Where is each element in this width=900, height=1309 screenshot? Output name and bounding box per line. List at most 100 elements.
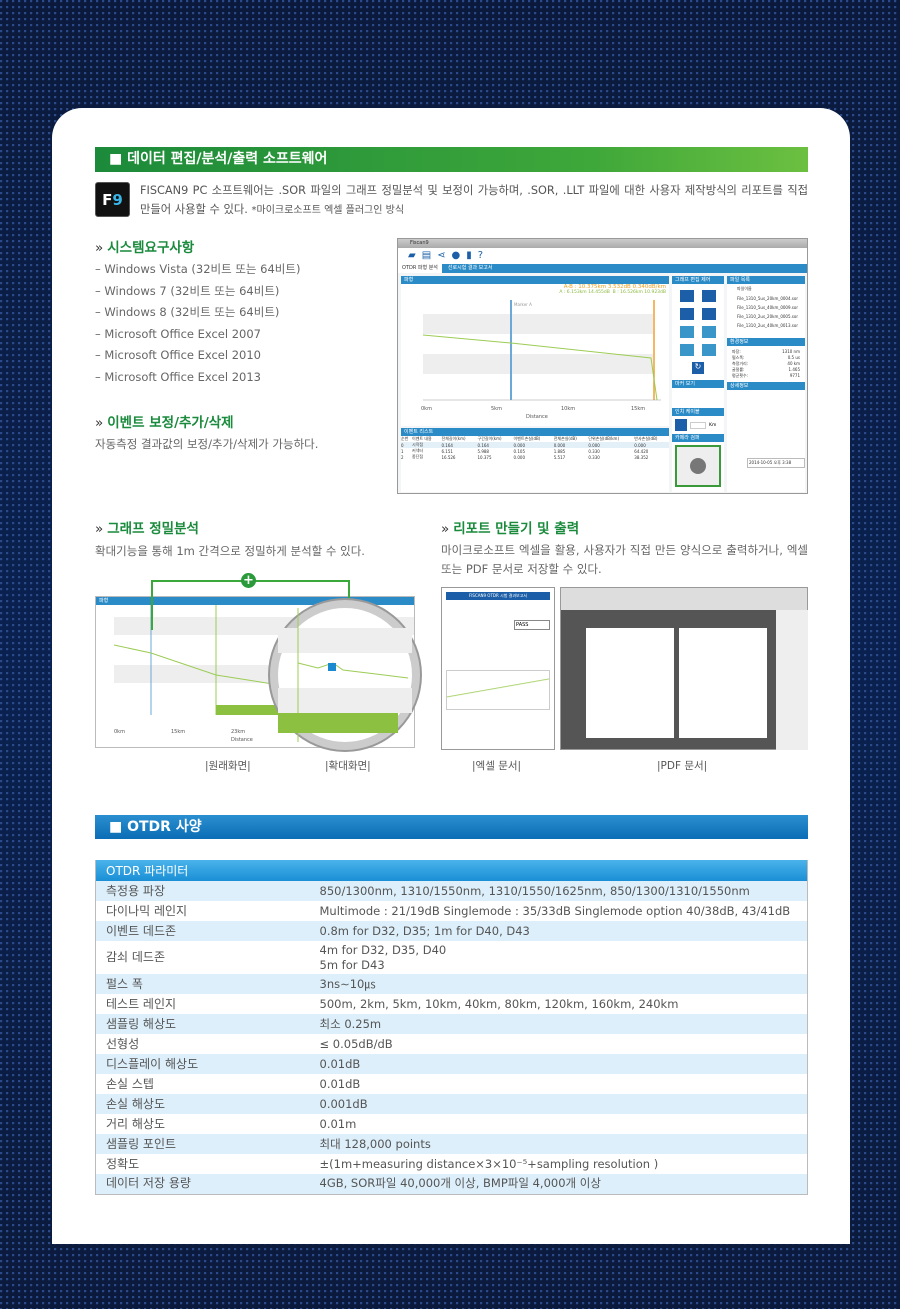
spec-value: 최대 128,000 points xyxy=(309,1134,808,1154)
spec-value: 0.01dB xyxy=(309,1054,808,1074)
help-icon[interactable]: ? xyxy=(477,250,484,261)
table-row: 측정용 파장 850/1300nm, 1310/1550nm, 1310/1550… xyxy=(95,881,808,901)
fiscan9-logo: F9 xyxy=(95,182,130,217)
file-item[interactable]: File_1310_5us_20km_0004.sor xyxy=(737,296,798,301)
spec-value: 0.01dB xyxy=(310,1074,808,1094)
spec-label: 측정용 파장 xyxy=(95,881,310,901)
event-heading: »이벤트 보정/추가/삭제 xyxy=(95,411,234,431)
otdr-spec-table: OTDR 파라미터 측정용 파장 850/1300nm, 1310/1550nm,… xyxy=(95,860,808,1195)
double-chevron-icon: » xyxy=(95,415,104,431)
pdf-report-image xyxy=(560,587,808,750)
cable-length-input[interactable] xyxy=(690,421,706,429)
spec-value: Multimode : 21/19dB Singlemode : 35/33dB… xyxy=(310,901,808,921)
detail-panel-title: 상세정보 xyxy=(727,382,805,390)
x-axis-label: Distance xyxy=(231,737,253,743)
section-header-software: ■ 데이터 편집/분석/출력 소프트웨어 xyxy=(95,147,808,172)
requirements-title: 시스템요구사항 xyxy=(107,240,195,256)
x-tick: 5km xyxy=(491,406,502,412)
report-text: 마이크로소프트 엑셀을 활용, 사용자가 직접 만든 양식으로 출력하거나, 엑… xyxy=(441,543,808,576)
intro-text: FISCAN9 PC 소프트웨어는 .SOR 파일의 그래프 정밀분석 및 보정… xyxy=(140,181,808,220)
file-panel: 파일 목록 파일이름 File_1310_5us_20km_0004.sor F… xyxy=(727,276,805,492)
double-chevron-icon: » xyxy=(441,521,450,537)
spec-value-line: 850/1300nm, 1310/1550nm, 1310/1550/1625n… xyxy=(319,883,750,898)
shrink-vertical-button[interactable] xyxy=(702,290,716,302)
file-item[interactable]: File_1310_2us_20km_0005.sor xyxy=(737,314,798,319)
table-row: 손실 해상도 0.001dB xyxy=(95,1094,808,1114)
intro-body: FISCAN9 PC 소프트웨어는 .SOR 파일의 그래프 정밀분석 및 보정… xyxy=(140,184,808,216)
spec-value: 850/1300nm, 1310/1550nm, 1310/1550/1625n… xyxy=(309,881,808,901)
tab-report[interactable]: 선로시험 결과 보고서 xyxy=(447,265,493,271)
spec-label: 테스트 레인지 xyxy=(106,996,177,1011)
pan-button[interactable] xyxy=(680,326,694,338)
date-picker[interactable]: 2014-10-05 오후 3:38 xyxy=(747,458,805,468)
pan-button[interactable] xyxy=(702,344,716,356)
folder-icon[interactable]: ▰ xyxy=(408,250,416,261)
plus-icon: + xyxy=(241,573,256,588)
double-chevron-icon: » xyxy=(95,240,104,256)
software-screenshot: Fiscan9 ▰▤⋖●▮? OTDR 파형 분석 선로시험 결과 보고서 파형… xyxy=(397,238,808,494)
zoom-horizontal-button[interactable] xyxy=(680,308,694,320)
list-item: – Microsoft Office Excel 2010 xyxy=(95,348,262,362)
spec-value: 0.001dB xyxy=(309,1094,808,1114)
x-tick: 23km xyxy=(231,729,245,735)
x-tick: 15km xyxy=(631,406,645,412)
file-item[interactable]: File_1310_2us_40km_0013.sor xyxy=(737,323,798,328)
globe-icon[interactable]: ● xyxy=(451,250,461,261)
spec-value-line: 4GB, SOR파일 40,000개 이상, BMP파일 4,000개 이상 xyxy=(319,1176,601,1191)
spec-value-line: 0.001dB xyxy=(319,1096,368,1111)
x-axis-label: Distance xyxy=(526,414,548,420)
table-row: 선형성≤ 0.05dB/dB xyxy=(96,1034,808,1054)
fiber-image xyxy=(675,445,721,487)
spec-value: ±(1m+measuring distance×3×10⁻⁵+sampling … xyxy=(310,1154,808,1174)
tab-waveform[interactable]: OTDR 파형 분석 xyxy=(398,264,442,273)
requirements-list: – Windows Vista (32비트 또는 64비트) – Windows… xyxy=(95,259,300,388)
magnified-trace xyxy=(278,608,412,742)
caption-excel: |엑셀 문서| xyxy=(472,760,522,772)
report-title: 리포트 만들기 및 출력 xyxy=(453,521,580,537)
spec-value-line: 0.01m xyxy=(319,1116,357,1131)
marker-panel-title: 마커 보기 xyxy=(672,380,724,388)
tab-bar: OTDR 파형 분석 선로시험 결과 보고서 xyxy=(398,264,807,273)
reset-icon[interactable]: ↻ xyxy=(692,362,704,374)
edit-buttons xyxy=(672,284,724,362)
shrink-horizontal-button[interactable] xyxy=(702,308,716,320)
cable-icon xyxy=(675,419,687,431)
pan-button[interactable] xyxy=(680,344,694,356)
file-item[interactable]: File_1310_5us_40km_0009.sor xyxy=(737,305,798,310)
spec-label: 거리 해상도 xyxy=(106,1116,166,1131)
intro-note: *마이크로소프트 엑셀 플러그인 방식 xyxy=(251,205,405,216)
zoom-vertical-button[interactable] xyxy=(680,290,694,302)
graph-title: 그래프 정밀분석 xyxy=(107,521,199,537)
requirements-heading: »시스템요구사항 xyxy=(95,236,194,256)
env-panel-title: 환경정보 xyxy=(727,338,805,346)
spec-value-line: ±(1m+measuring distance×3×10⁻⁵+sampling … xyxy=(319,1156,659,1171)
excel-report-title: FISCAN9 OTDR 시험 결과보고서 xyxy=(446,592,550,600)
print-icon[interactable]: ▤ xyxy=(421,250,432,261)
ab-readout: A-B : 10.375km 3.532dB 0.340dB/km xyxy=(563,284,666,290)
list-item: – Microsoft Office Excel 2013 xyxy=(95,369,262,384)
section-header-otdr: ■ OTDR 사양 xyxy=(95,815,808,839)
device-icon[interactable]: ▮ xyxy=(466,250,472,261)
waveform-panel: 파형 A-B : 10.375km 3.532dB 0.340dB/km A :… xyxy=(401,276,669,426)
pan-button[interactable] xyxy=(702,326,716,338)
spec-label: 디스플레이 해상도 xyxy=(95,1054,310,1074)
spec-value: ≤ 0.05dB/dB xyxy=(310,1034,808,1054)
share-icon[interactable]: ⋖ xyxy=(437,250,446,261)
spec-value-line: ≤ 0.05dB/dB xyxy=(319,1036,393,1051)
spec-label: 감쇠 데드존 xyxy=(106,950,166,964)
spec-value: 4GB, SOR파일 40,000개 이상, BMP파일 4,000개 이상 xyxy=(309,1174,808,1194)
spec-label: 손실 해상도 xyxy=(95,1094,310,1114)
edit-panel-title: 그래프 편집 제어 xyxy=(672,276,724,284)
table-header: OTDR 파라미터 xyxy=(95,860,808,881)
file-item[interactable]: 파일이름 xyxy=(737,286,752,291)
